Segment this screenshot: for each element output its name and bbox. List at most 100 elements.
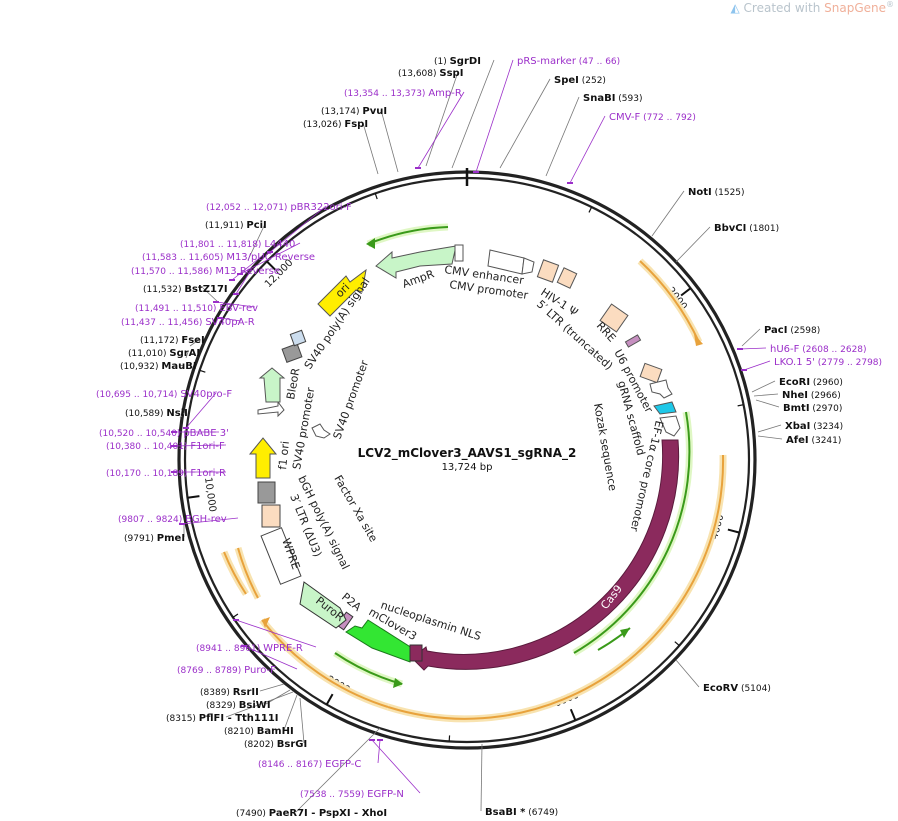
restriction-site-label[interactable]: (13,608) SspI <box>398 68 463 79</box>
site-leader-line <box>499 78 551 169</box>
restriction-site-label[interactable]: (11,911) PciI <box>205 220 267 231</box>
primer-label[interactable]: CMV-F (772 .. 792) <box>609 112 696 123</box>
site-name: BsaBI * <box>485 807 526 818</box>
watermark-mark: ® <box>886 0 894 9</box>
restriction-site-label[interactable]: (9791) PmeI <box>124 533 185 544</box>
primer-range: (47 .. 66) <box>576 57 620 67</box>
restriction-site-label[interactable]: XbaI (3234) <box>785 421 843 432</box>
site-leader-line <box>179 411 186 419</box>
primer-label[interactable]: LKO.1 5' (2779 .. 2798) <box>774 357 882 368</box>
orange-track-2-line <box>387 454 725 720</box>
primer-label[interactable]: (11,801 .. 11,818) L4440 <box>180 239 295 250</box>
primer-leader-line <box>185 392 217 429</box>
restriction-site-label[interactable]: (8202) BsrGI <box>244 739 307 750</box>
restriction-site-label[interactable]: (1) SgrDI <box>434 56 481 67</box>
primer-label[interactable]: (8769 .. 8789) Puro-F <box>177 665 276 676</box>
restriction-site-label[interactable]: (11,010) SgrAI <box>128 348 200 359</box>
site-name: BsrGI <box>277 739 307 750</box>
site-position: (8315) <box>166 714 199 724</box>
primer-range: (7538 .. 7559) <box>300 790 367 800</box>
site-leader-line <box>185 351 189 359</box>
primer-leader-line <box>269 205 327 253</box>
primer-label[interactable]: (10,695 .. 10,714) SV40pro-F <box>96 389 232 400</box>
restriction-site-label[interactable]: (8329) BsiWI <box>206 700 271 711</box>
orf-arrow-mclover <box>393 678 403 688</box>
primer-leader-line <box>181 517 239 525</box>
restriction-site-label[interactable]: (8210) BamHI <box>224 726 294 737</box>
u6-small-feature <box>624 334 642 348</box>
rre-feature <box>599 303 629 333</box>
scale-tick <box>199 369 206 373</box>
cmv-promoter-feature <box>521 257 535 275</box>
orange-track-1 <box>637 258 703 344</box>
restriction-site-label[interactable]: (10,932) MauBI <box>120 361 197 372</box>
restriction-site-label[interactable]: (8389) RsrII <box>200 687 259 698</box>
site-position: (10,589) <box>125 409 166 419</box>
restriction-site-label[interactable]: (8315) PflFI - Tth111I <box>166 713 279 724</box>
restriction-site-label[interactable]: (7490) PaeR7I - PspXI - XhoI <box>236 808 387 819</box>
puror-feature <box>299 581 347 629</box>
primer-label[interactable]: (10,380 .. 10,401) F1ori-F <box>106 441 225 452</box>
primer-label[interactable]: (10,520 .. 10,540) pBABE 3' <box>99 428 229 439</box>
site-position: (3234) <box>810 422 843 432</box>
restriction-site-label[interactable]: SnaBI (593) <box>583 93 642 104</box>
site-name: FseI <box>181 335 204 346</box>
primer-range: (12,052 .. 12,071) <box>206 203 290 213</box>
site-leader-line <box>283 694 298 731</box>
site-name: PflFI - Tth111I <box>199 713 279 724</box>
primer-label[interactable]: (8941 .. 8961) WPRE-R <box>196 643 303 654</box>
site-position: (7490) <box>236 809 269 819</box>
sv40-promoter-small-feature <box>257 400 285 418</box>
site-leader-line <box>480 743 483 812</box>
primer-label[interactable]: pRS-marker (47 .. 66) <box>517 56 620 67</box>
primer-label[interactable]: (11,491 .. 11,510) EBV-rev <box>135 303 258 314</box>
restriction-site-label[interactable]: PacI (2598) <box>764 325 820 336</box>
restriction-site-label[interactable]: NheI (2966) <box>782 390 841 401</box>
restriction-site-label[interactable]: BmtI (2970) <box>783 403 842 414</box>
site-position: (13,026) <box>303 120 344 130</box>
restriction-site-label[interactable]: (11,532) BstZ17I <box>143 284 228 295</box>
primer-label[interactable]: (11,437 .. 11,456) SV40pA-R <box>121 317 255 328</box>
site-name: BsiWI <box>239 700 271 711</box>
restriction-site-label[interactable]: EcoRV (5104) <box>703 683 771 694</box>
restriction-site-label[interactable]: NotI (1525) <box>688 187 745 198</box>
site-leader-line <box>189 338 201 347</box>
restriction-site-label[interactable]: AfeI (3241) <box>786 435 841 446</box>
restriction-site-label[interactable]: BsaBI * (6749) <box>485 807 558 818</box>
primer-label[interactable]: (9807 .. 9824) BGH-rev <box>118 514 227 525</box>
site-position: (6749) <box>525 808 558 818</box>
primer-label[interactable]: (12,052 .. 12,071) pBR322ori-F <box>206 202 352 213</box>
outer-labels: (1) SgrDI pRS-marker (47 .. 66) SpeI (252)… <box>96 56 882 819</box>
primer-name: Amp-R <box>428 88 462 99</box>
restriction-site-label[interactable]: BbvCI (1801) <box>714 223 779 234</box>
primer-leader-line <box>377 739 381 764</box>
primer-label[interactable]: (11,583 .. 11,605) M13/pUC Reverse <box>142 252 315 263</box>
primer-label[interactable]: (13,354 .. 13,373) Amp-R <box>344 88 462 99</box>
orf-track-cas9-line <box>573 411 691 654</box>
bleor-feature <box>258 367 286 403</box>
restriction-site-label[interactable]: EcoRI (2960) <box>779 377 843 388</box>
primer-label[interactable]: (7538 .. 7559) EGFP-N <box>300 789 404 800</box>
site-name: SspI <box>439 68 463 79</box>
restriction-site-label[interactable]: (13,174) PvuI <box>321 106 387 117</box>
restriction-site-label[interactable]: (11,172) FseI <box>140 335 205 346</box>
site-leader-line <box>425 71 459 167</box>
primer-label[interactable]: (10,170 .. 10,189) F1ori-R <box>106 468 226 479</box>
kozak-feature <box>653 401 677 415</box>
primer-label[interactable]: (8146 .. 8167) EGFP-C <box>258 759 361 770</box>
site-name: PacI <box>764 325 787 336</box>
primer-label[interactable]: hU6-F (2608 .. 2628) <box>770 344 867 355</box>
primer-name: hU6-F <box>770 344 800 355</box>
restriction-site-label[interactable]: (13,026) FspI <box>303 119 368 130</box>
u6-feature <box>639 362 663 384</box>
ef1a-feature <box>659 415 681 437</box>
primer-name: EGFP-N <box>367 789 404 800</box>
site-name: BamHI <box>257 726 294 737</box>
restriction-site-label[interactable]: (10,589) NsiI <box>125 408 188 419</box>
site-position: (11,010) <box>128 349 169 359</box>
restriction-site-label[interactable]: SpeI (252) <box>554 75 606 86</box>
plasmid-name: LCV2_mClover3_AAVS1_sgRNA_2 <box>358 446 577 461</box>
site-position: (593) <box>615 94 642 104</box>
primer-label[interactable]: (11,570 .. 11,586) M13 Reverse <box>131 266 280 277</box>
site-leader-line <box>741 328 761 347</box>
